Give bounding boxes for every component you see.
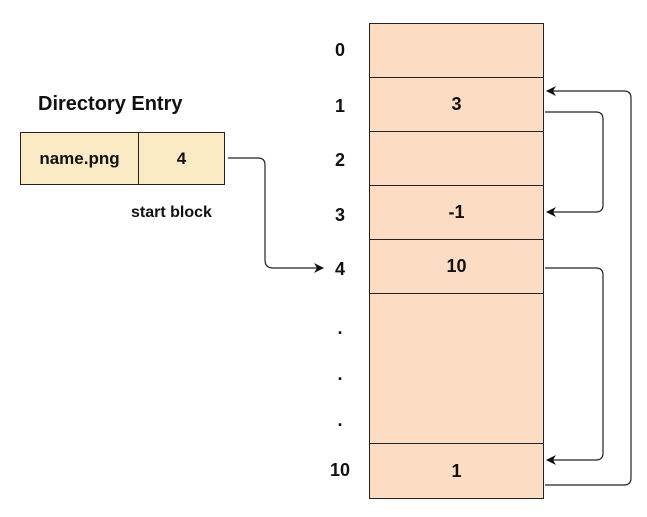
arrow-10-to-1 [545, 86, 632, 486]
start-block-arrow [228, 157, 324, 273]
fat-entry-0 [370, 24, 543, 78]
arrow-4-to-10 [545, 267, 604, 465]
block-index-0: 0 [334, 40, 345, 60]
fat-entry-2 [370, 132, 543, 186]
fat-entry-10: 1 [451, 460, 462, 481]
block-index-1: 1 [334, 96, 345, 116]
file-name-cell: name.png [21, 133, 139, 184]
fat-entry-4: 10 [370, 240, 543, 294]
directory-entry-title: Directory Entry [38, 93, 183, 115]
arrow-1-to-3 [545, 111, 604, 217]
block-index-10: 10 [329, 460, 351, 480]
start-block-cell: 4 [176, 148, 187, 168]
fat-entry-1: 3 [370, 78, 543, 132]
block-index-dot-2: . [337, 364, 343, 384]
fat-entry-3: -1 [370, 186, 543, 240]
block-index-2: 2 [334, 150, 345, 170]
block-index-4: 4 [334, 259, 345, 279]
directory-entry-box: name.png 4 [20, 132, 225, 185]
start-block-caption: start block [131, 204, 212, 221]
block-index-dot-3: . [337, 410, 343, 430]
block-index-dot-1: . [337, 318, 343, 338]
fat-entry-gap [370, 294, 543, 444]
fat-table: 3 -1 10 1 [369, 23, 544, 499]
block-index-3: 3 [334, 205, 345, 225]
